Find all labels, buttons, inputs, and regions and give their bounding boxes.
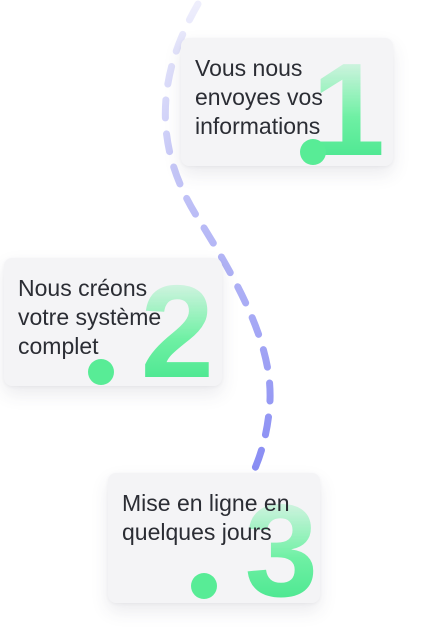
step-3-text: Mise en ligne en quelques jours <box>122 490 290 545</box>
step-3-dot <box>191 573 217 599</box>
step-2-number: 2 <box>141 266 214 387</box>
step-card-3: Mise en ligne en quelques jours 3 <box>108 473 320 603</box>
step-1-dot <box>300 139 326 165</box>
step-1-text: Vous nous envoyes vos informations <box>195 55 323 139</box>
step-2-text: Nous créons votre système complet <box>18 275 162 359</box>
step-2-dot <box>88 359 114 385</box>
step-card-2: Nous créons votre système complet 2 <box>4 258 222 386</box>
step-card-1: Vous nous envoyes vos informations 1 <box>181 38 393 166</box>
step-3-number: 3 <box>245 485 318 604</box>
